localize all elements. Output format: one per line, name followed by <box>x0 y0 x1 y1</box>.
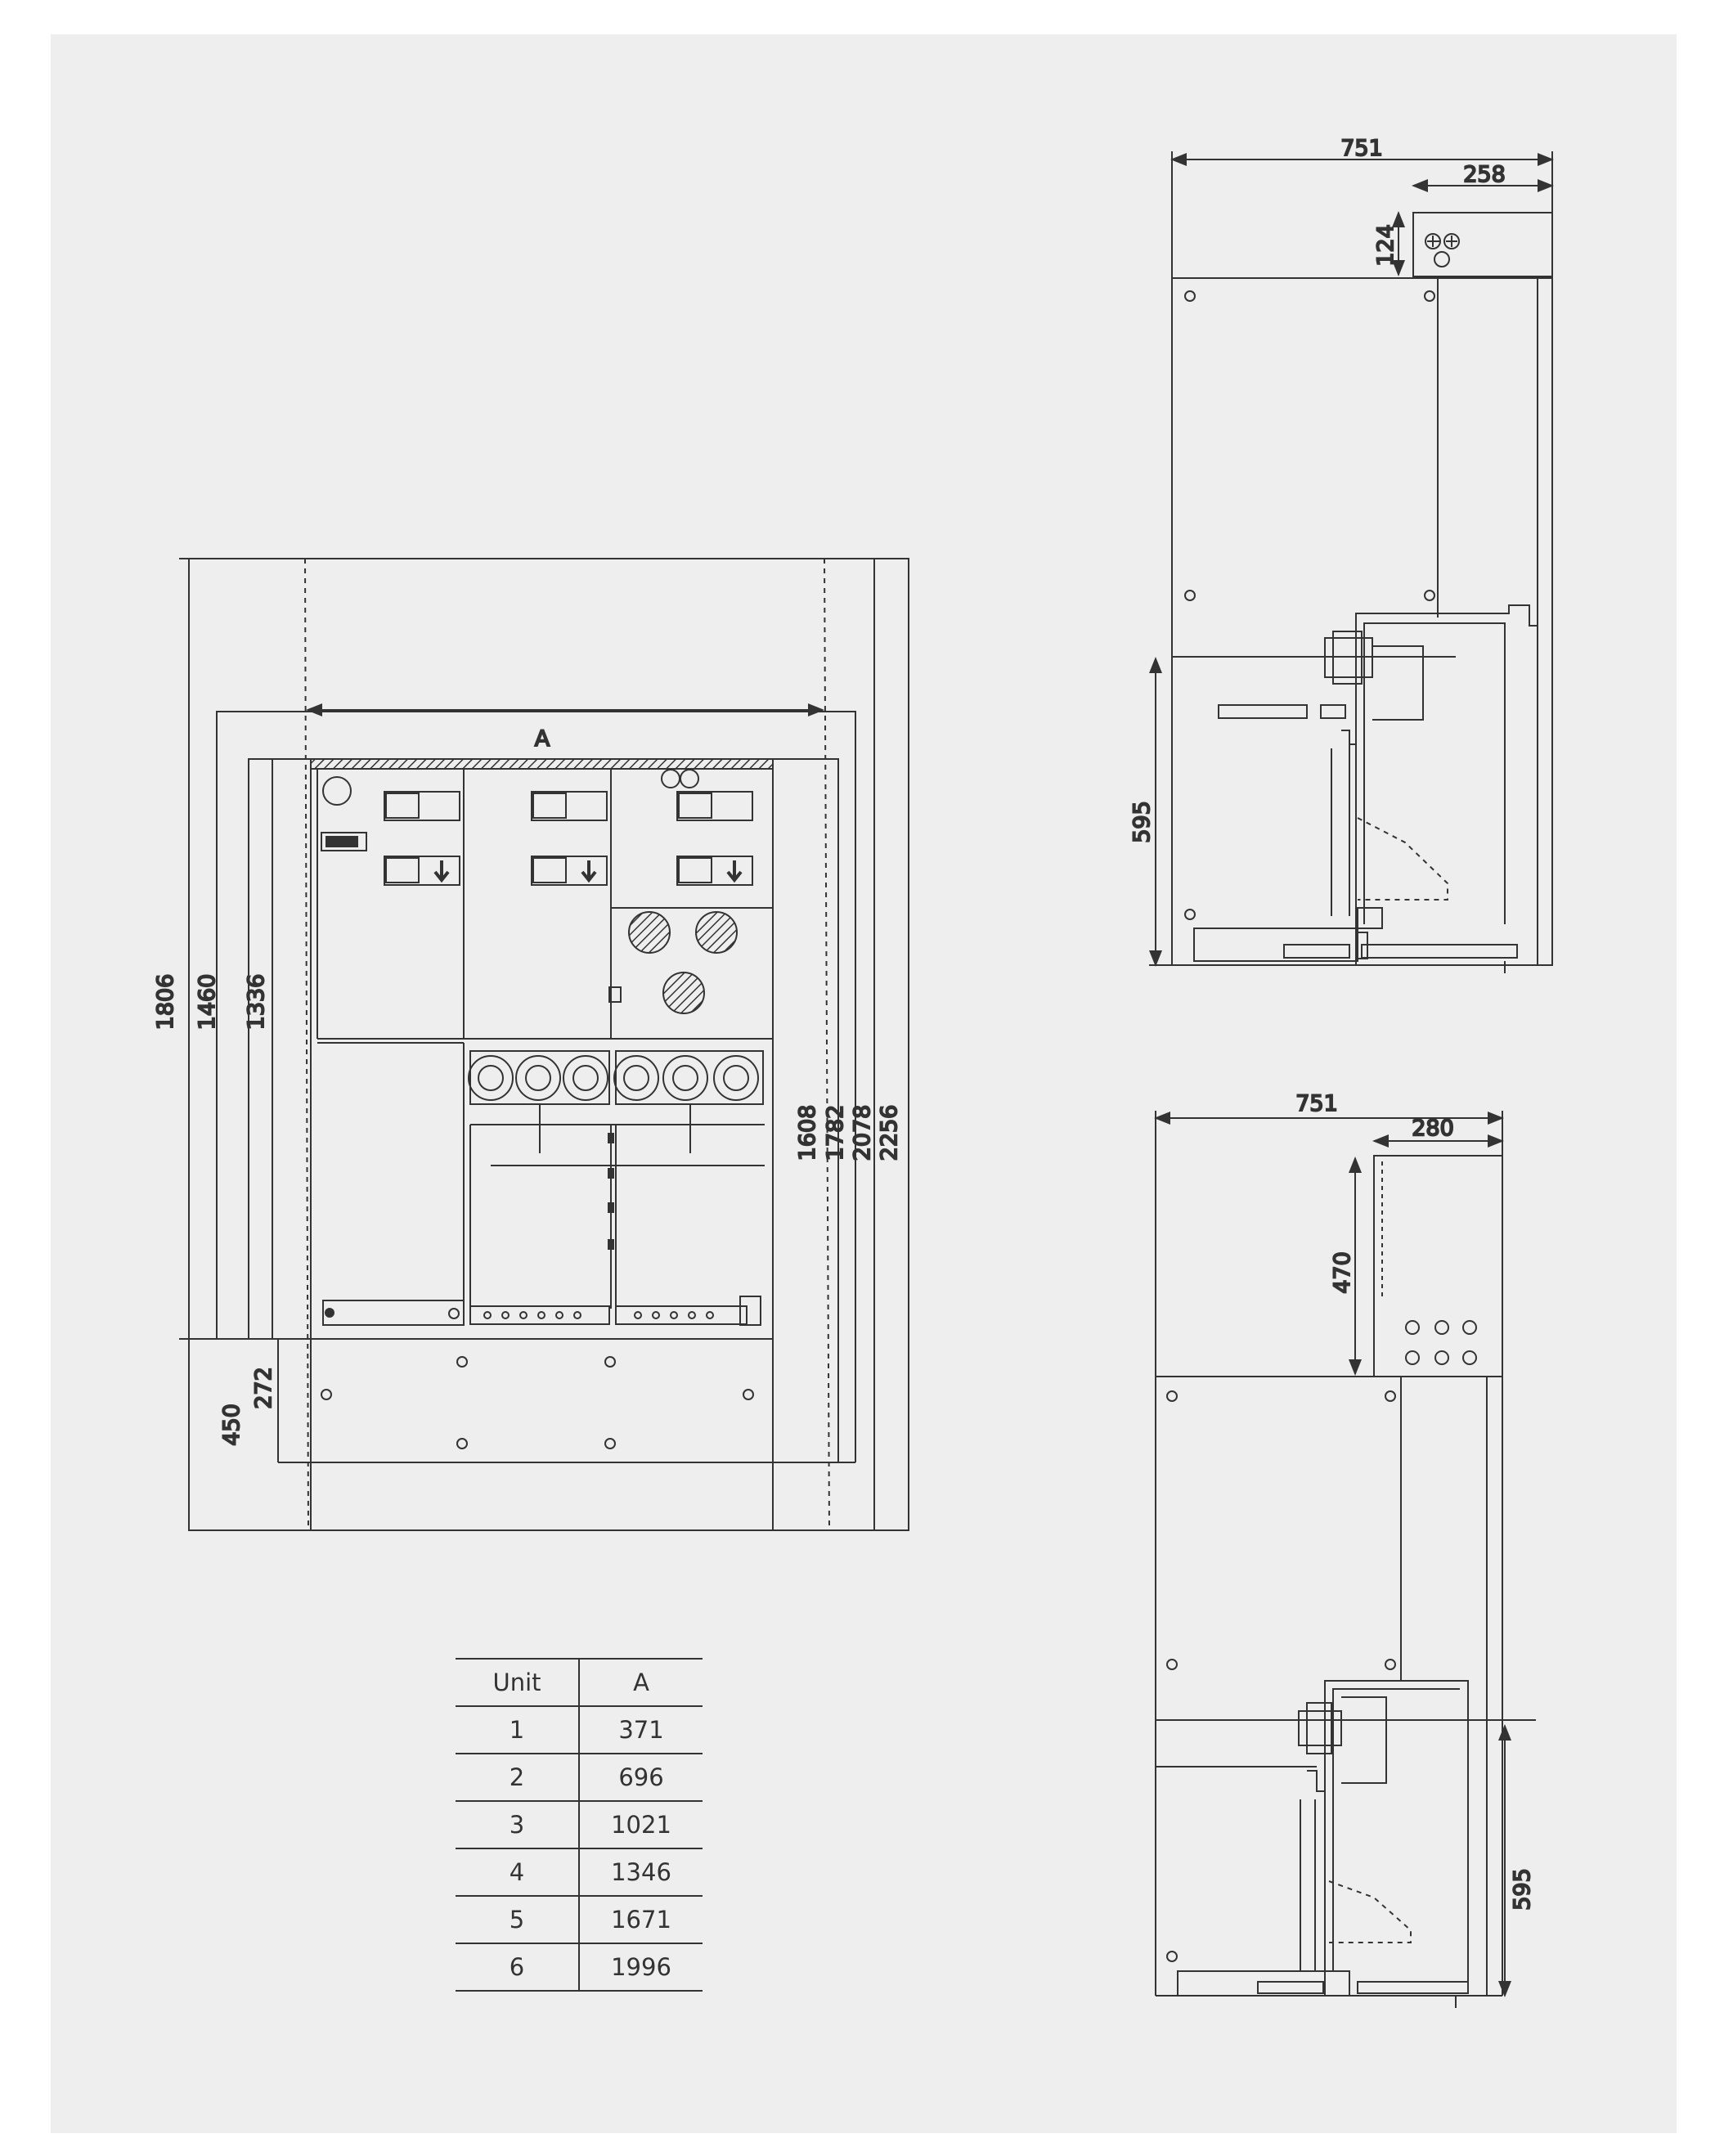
dim-280: 280 <box>1412 1116 1454 1141</box>
indicator-lamp <box>322 776 352 806</box>
a-cell: 1996 <box>579 1943 703 1992</box>
unit-cell: 5 <box>456 1895 580 1943</box>
outer-envelope-2256 <box>188 558 909 1531</box>
dual-lamp-right <box>680 769 699 788</box>
a-cell: 1671 <box>579 1895 703 1943</box>
a-cell: 1346 <box>579 1848 703 1896</box>
dim-1782: 1782 <box>823 1105 848 1161</box>
dim-1336: 1336 <box>244 974 269 1031</box>
header-a: A <box>579 1658 703 1706</box>
table-row: 5 1671 <box>456 1895 703 1943</box>
table-row: 6 1996 <box>456 1943 703 1992</box>
dim-1460: 1460 <box>195 974 220 1031</box>
dim-258: 258 <box>1463 162 1506 187</box>
panel-2-controls <box>531 791 608 886</box>
front-view <box>179 558 909 1531</box>
meter-display <box>321 832 367 851</box>
a-cell: 371 <box>579 1705 703 1754</box>
panel-3-controls <box>611 791 773 909</box>
dim-272: 272 <box>251 1367 276 1409</box>
table-header-row: Unit A <box>456 1658 703 1706</box>
terminal-strip <box>322 1296 761 1326</box>
table-row: 1 371 <box>456 1705 703 1754</box>
unit-cell: 3 <box>456 1800 580 1848</box>
fuse-holders <box>608 911 738 1014</box>
table-row: 2 696 <box>456 1753 703 1801</box>
dim-1806: 1806 <box>153 974 178 1031</box>
unit-cell: 2 <box>456 1753 580 1801</box>
dim-bottom-751: 751 <box>1295 1091 1338 1116</box>
dim-470: 470 <box>1330 1251 1355 1294</box>
a-cell: 1021 <box>579 1800 703 1848</box>
dim-bottom-595: 595 <box>1510 1868 1535 1911</box>
dual-lamp-left <box>661 769 680 788</box>
dim-450: 450 <box>219 1404 245 1446</box>
dim-124: 124 <box>1373 224 1399 267</box>
plinth-bolts <box>321 1356 754 1449</box>
unit-cell: 1 <box>456 1705 580 1754</box>
top-busbar-hatch <box>310 758 774 770</box>
table-row: 3 1021 <box>456 1800 703 1848</box>
dim-top-751: 751 <box>1340 136 1383 161</box>
cable-bushings <box>468 1050 764 1153</box>
dim-2256: 2256 <box>877 1105 902 1161</box>
unit-dimension-table: Unit A 1 371 2 696 3 1021 4 1346 5 1671 … <box>456 1658 703 1992</box>
header-unit: Unit <box>456 1658 580 1706</box>
dim-top-595: 595 <box>1129 801 1155 843</box>
panel-1-controls <box>384 791 460 886</box>
unit-cell: 6 <box>456 1943 580 1992</box>
drawing-sheet <box>51 34 1677 2133</box>
table-row: 4 1346 <box>456 1848 703 1896</box>
dim-a-label: A <box>535 726 550 752</box>
dim-2078: 2078 <box>850 1105 875 1161</box>
unit-cell: 4 <box>456 1848 580 1896</box>
side-view-top <box>1149 151 1554 973</box>
side-view-bottom <box>1154 1111 1536 2008</box>
dim-1608: 1608 <box>795 1105 820 1161</box>
a-cell: 696 <box>579 1753 703 1801</box>
